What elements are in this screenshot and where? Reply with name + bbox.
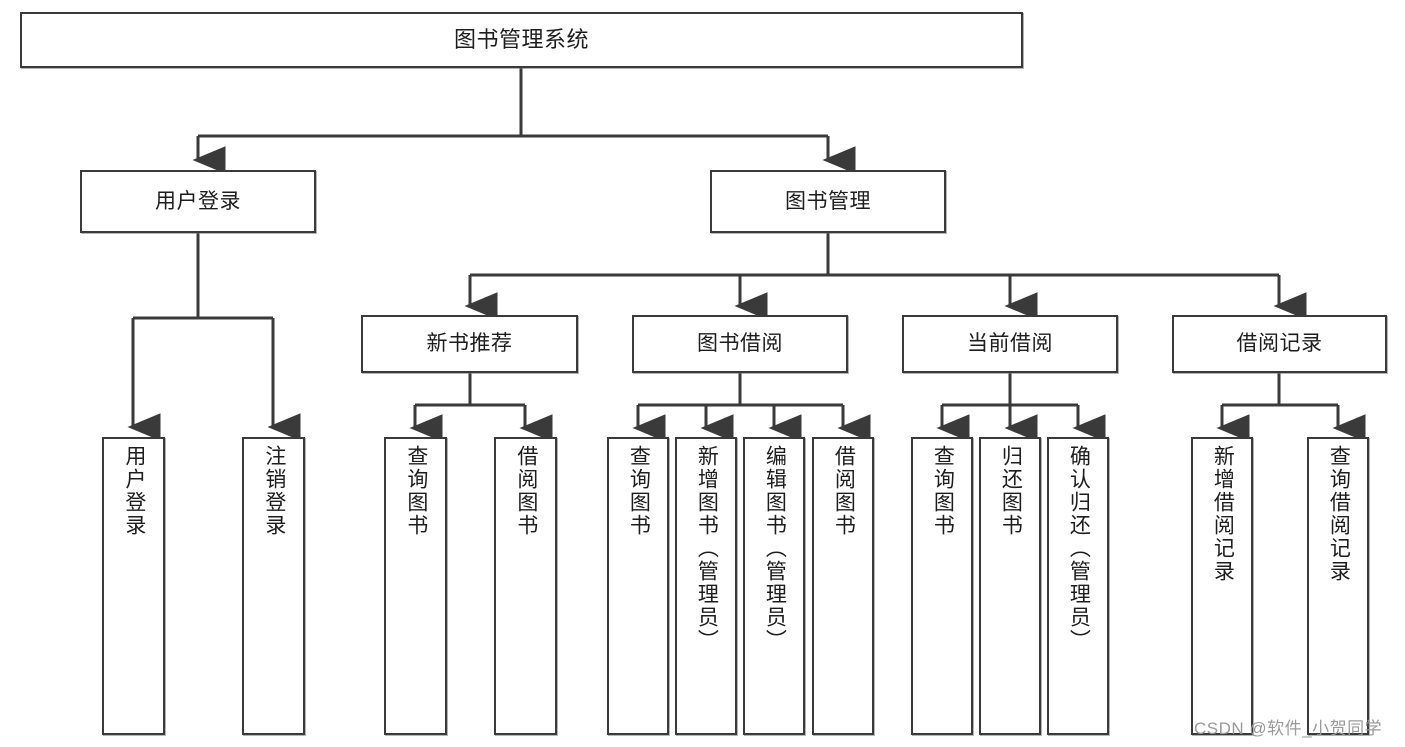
node-book-borrow-label: 图书借阅: [697, 332, 783, 356]
node-leaf-label: 注销登录: [262, 445, 286, 537]
node-leaf-record-query-record[interactable]: 查询借阅记录: [1307, 437, 1369, 735]
node-new-book-recommend-label: 新书推荐: [426, 332, 513, 356]
node-leaf-user-login-signout[interactable]: 注销登录: [242, 437, 305, 735]
node-root-label: 图书管理系统: [453, 26, 589, 52]
node-leaf-label: 查询图书: [627, 445, 651, 537]
node-leaf-label: 查询图书: [931, 445, 955, 537]
node-borrow-record-label: 借阅记录: [1236, 332, 1323, 356]
node-leaf-label: 新增借阅记录: [1211, 445, 1235, 583]
node-leaf-borrow-add-book-admin[interactable]: 新增图书（管理员）: [675, 437, 737, 735]
node-leaf-current-query-book[interactable]: 查询图书: [911, 437, 973, 735]
node-leaf-borrow-query-book[interactable]: 查询图书: [607, 437, 669, 735]
node-user-login[interactable]: 用户登录: [80, 170, 316, 233]
node-leaf-recommend-query-book[interactable]: 查询图书: [384, 437, 447, 735]
node-leaf-current-return-book[interactable]: 归还图书: [979, 437, 1041, 735]
node-leaf-label: 编辑图书（管理员）: [763, 445, 787, 652]
node-current-borrow[interactable]: 当前借阅: [902, 315, 1118, 373]
node-leaf-user-login-signin[interactable]: 用户登录: [102, 437, 165, 735]
node-leaf-label: 归还图书: [999, 445, 1023, 537]
node-current-borrow-label: 当前借阅: [967, 332, 1053, 356]
node-leaf-label: 用户登录: [122, 445, 146, 537]
node-leaf-borrow-edit-book-admin[interactable]: 编辑图书（管理员）: [743, 437, 805, 735]
node-leaf-label: 查询借阅记录: [1327, 445, 1351, 583]
node-leaf-label: 借阅图书: [514, 445, 538, 537]
node-new-book-recommend[interactable]: 新书推荐: [361, 315, 578, 373]
node-book-management-label: 图书管理: [785, 189, 871, 213]
node-leaf-label: 新增图书（管理员）: [695, 445, 719, 652]
node-leaf-record-add-record[interactable]: 新增借阅记录: [1191, 437, 1253, 735]
node-book-borrow[interactable]: 图书借阅: [632, 315, 848, 373]
node-leaf-label: 借阅图书: [832, 445, 856, 537]
node-root-book-management-system[interactable]: 图书管理系统: [20, 12, 1023, 68]
node-leaf-recommend-borrow-book[interactable]: 借阅图书: [494, 437, 557, 735]
node-user-login-label: 用户登录: [155, 189, 241, 213]
node-leaf-borrow-borrow-book[interactable]: 借阅图书: [812, 437, 874, 735]
node-borrow-record[interactable]: 借阅记录: [1172, 315, 1387, 373]
node-book-management[interactable]: 图书管理: [710, 170, 946, 233]
node-leaf-current-confirm-return-admin[interactable]: 确认归还（管理员）: [1047, 437, 1109, 735]
node-leaf-label: 查询图书: [404, 445, 428, 537]
node-leaf-label: 确认归还（管理员）: [1067, 445, 1091, 652]
